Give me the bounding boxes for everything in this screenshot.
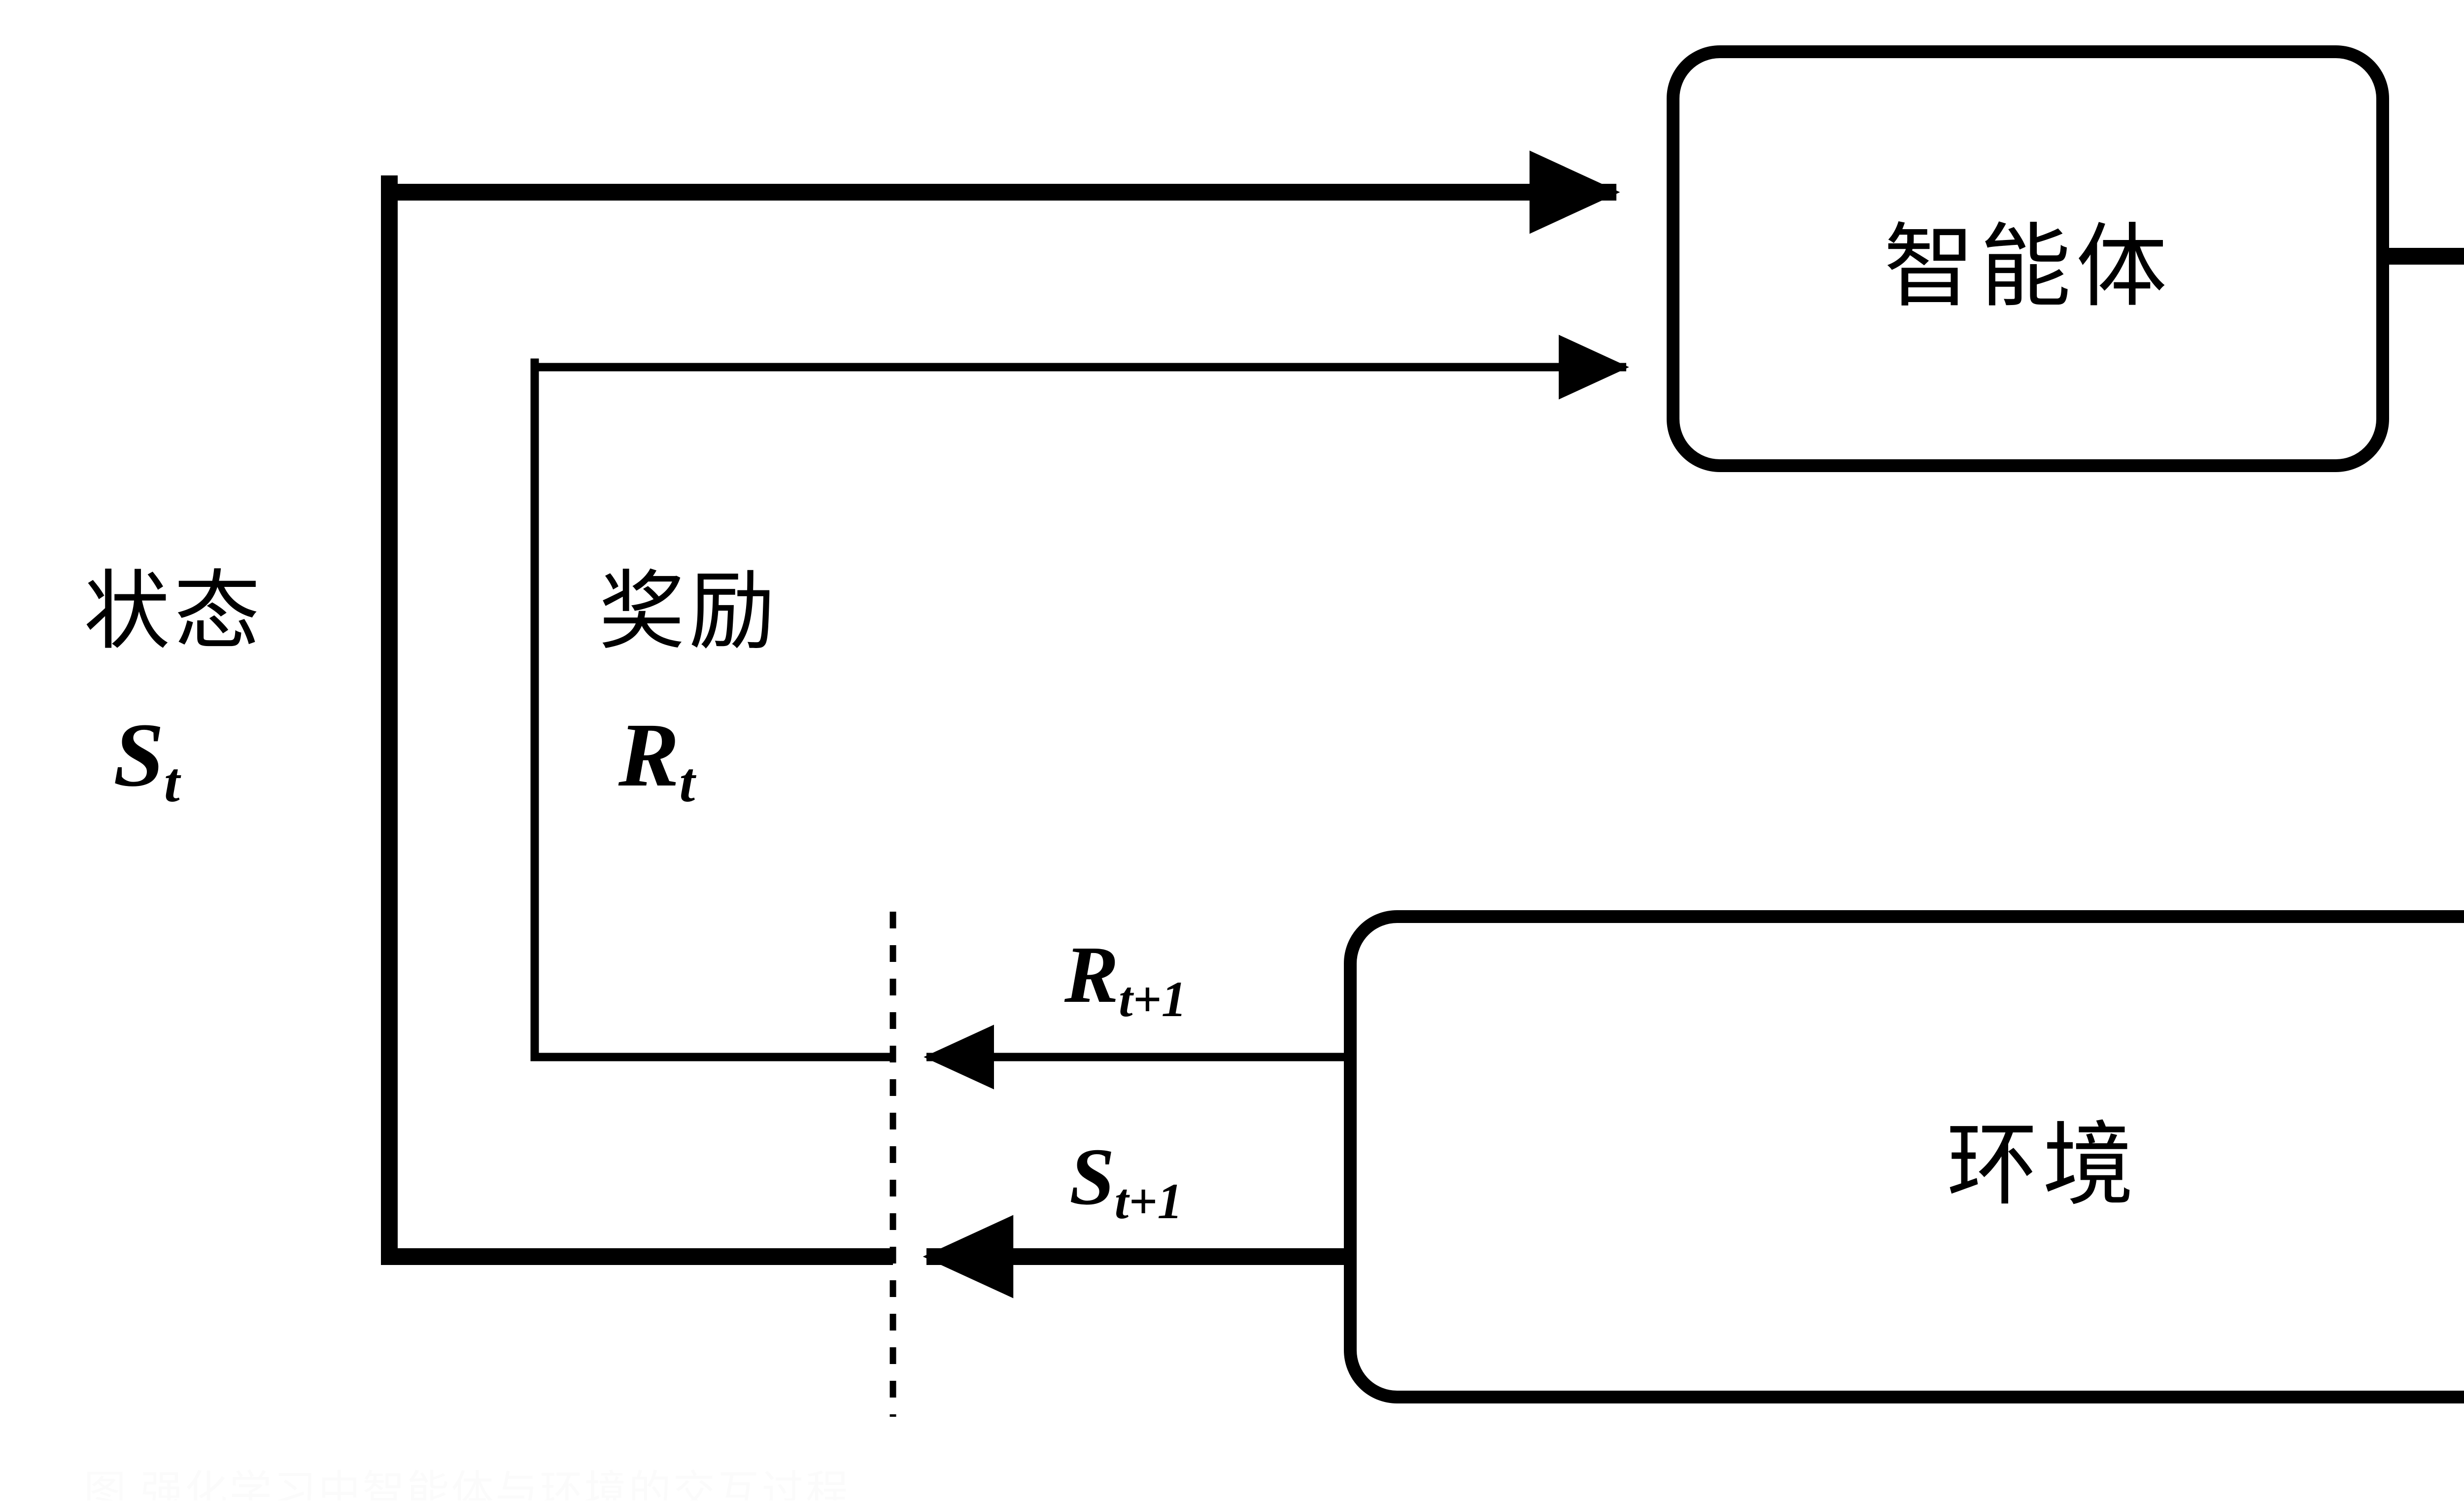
figure-caption: 图 强化学习中智能体与环境的交互过程	[84, 1468, 851, 1501]
node-environment-label: 环境	[1947, 1115, 2139, 1217]
node-environment-box[interactable]	[1344, 910, 2464, 1403]
label-reward-text: 奖励	[599, 564, 779, 660]
edge-label-reward-next: Rt+1	[1064, 934, 1187, 1025]
node-agent-label: 智能体	[1883, 217, 2172, 318]
label-state-text: 状态	[84, 564, 264, 660]
label-state-symbol-base: S	[113, 705, 164, 806]
label-reward-symbol-subscript: t	[679, 751, 695, 814]
label-state-symbol-subscript: t	[164, 751, 180, 814]
edge-label-state-next-base: S	[1069, 1131, 1115, 1222]
label-state-symbol: St	[113, 710, 180, 811]
edge-label-reward-next-subscript: t+1	[1119, 971, 1187, 1027]
node-agent-box[interactable]	[1667, 45, 2389, 472]
label-reward-symbol-base: R	[618, 705, 680, 806]
edge-label-state-next: St+1	[1069, 1136, 1183, 1227]
edge-label-reward-next-base: R	[1064, 929, 1119, 1020]
edge-label-state-next-subscript: t+1	[1114, 1173, 1183, 1230]
label-reward-symbol: Rt	[618, 710, 695, 811]
